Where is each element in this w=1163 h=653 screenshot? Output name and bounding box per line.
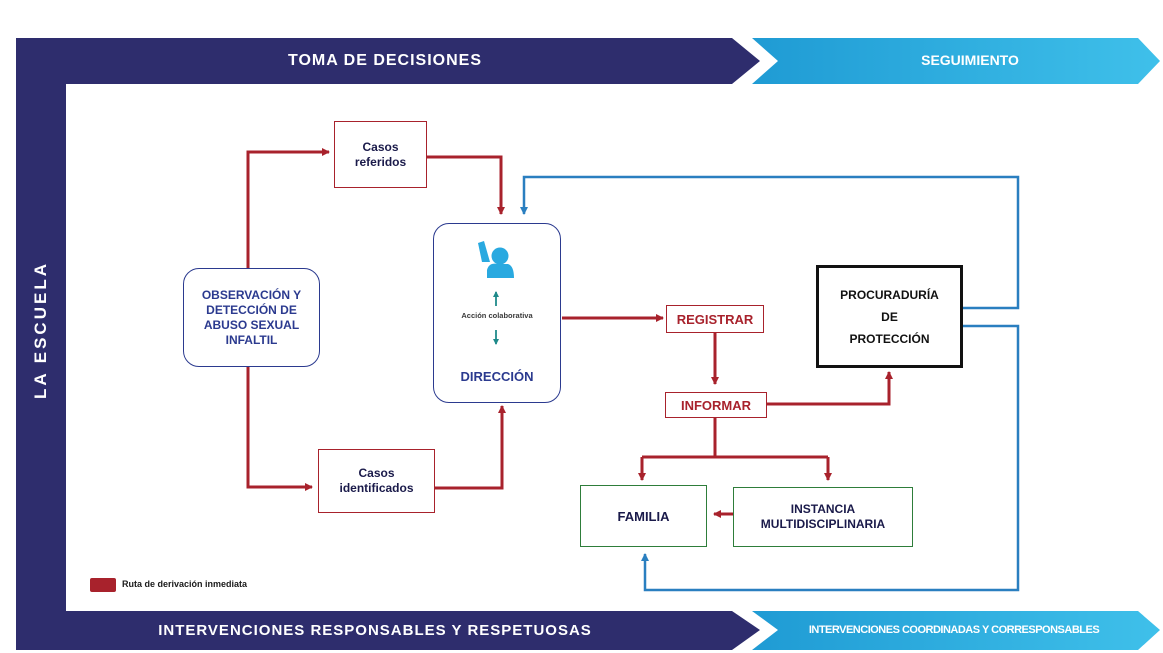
route-observacion-to-identificados: [246, 366, 313, 491]
node-registrar: REGISTRAR: [666, 305, 764, 333]
procuraduria-line-1: PROCURADURÍA: [840, 287, 939, 302]
route-identificados-to-direccion: [434, 405, 506, 490]
node-casos-referidos: Casos referidos: [334, 121, 427, 188]
band-label-la-escuela: LA ESCUELA: [31, 261, 50, 399]
node-instancia-multidisciplinaria: INSTANCIA MULTIDISCIPLINARIA: [733, 487, 913, 547]
observacion-text: OBSERVACIÓN Y DETECCIÓN DE ABUSO SEXUAL …: [201, 287, 302, 347]
red-route-lines: [246, 148, 893, 518]
node-direccion: Acción colaborativa DIRECCIÓN: [433, 223, 561, 403]
route-procuraduria-to-familia: [641, 324, 1020, 592]
legend-label: Ruta de derivación inmediata: [122, 579, 248, 589]
bottom-right-band: [752, 611, 1160, 650]
legend-swatch-red: [90, 578, 116, 592]
band-label-intervenciones-coordinadas: INTERVENCIONES COORDINADAS Y CORRESPONSA…: [808, 624, 1100, 636]
instancia-text: INSTANCIA MULTIDISCIPLINARIA: [760, 502, 886, 531]
person-icon: [478, 241, 514, 278]
blue-route-lines: [520, 175, 1020, 592]
familia-text: FAMILIA: [617, 508, 670, 524]
node-informar: INFORMAR: [665, 392, 767, 418]
registrar-text: REGISTRAR: [676, 311, 754, 327]
node-procuraduria: PROCURADURÍA DE PROTECCIÓN: [816, 265, 963, 368]
band-label-seguimiento: SEGUIMIENTO: [921, 52, 1019, 68]
procuraduria-line-2: DE: [881, 309, 898, 324]
casos-referidos-text: Casos referidos: [354, 139, 407, 169]
route-observacion-to-referidos: [246, 148, 330, 271]
node-observacion: OBSERVACIÓN Y DETECCIÓN DE ABUSO SEXUAL …: [183, 268, 320, 367]
top-right-band: [752, 38, 1160, 84]
route-procuraduria-to-direccion: [520, 175, 1020, 310]
informar-text: INFORMAR: [680, 397, 752, 413]
accion-colaborativa-text: Acción colaborativa: [461, 311, 533, 320]
procuraduria-line-3: PROTECCIÓN: [849, 331, 930, 346]
casos-identificados-text: Casos identificados: [339, 466, 414, 495]
band-label-toma-decisiones: TOMA DE DECISIONES: [287, 52, 483, 69]
node-casos-identificados: Casos identificados: [318, 449, 435, 513]
band-label-intervenciones-responsables: INTERVENCIONES RESPONSABLES Y RESPETUOSA…: [158, 622, 592, 639]
route-referidos-to-direccion: [426, 155, 505, 215]
direccion-text: DIRECCIÓN: [460, 369, 534, 384]
bottom-left-band: [16, 611, 760, 650]
node-familia: FAMILIA: [580, 485, 707, 547]
route-informar-to-procuraduria: [767, 371, 893, 406]
